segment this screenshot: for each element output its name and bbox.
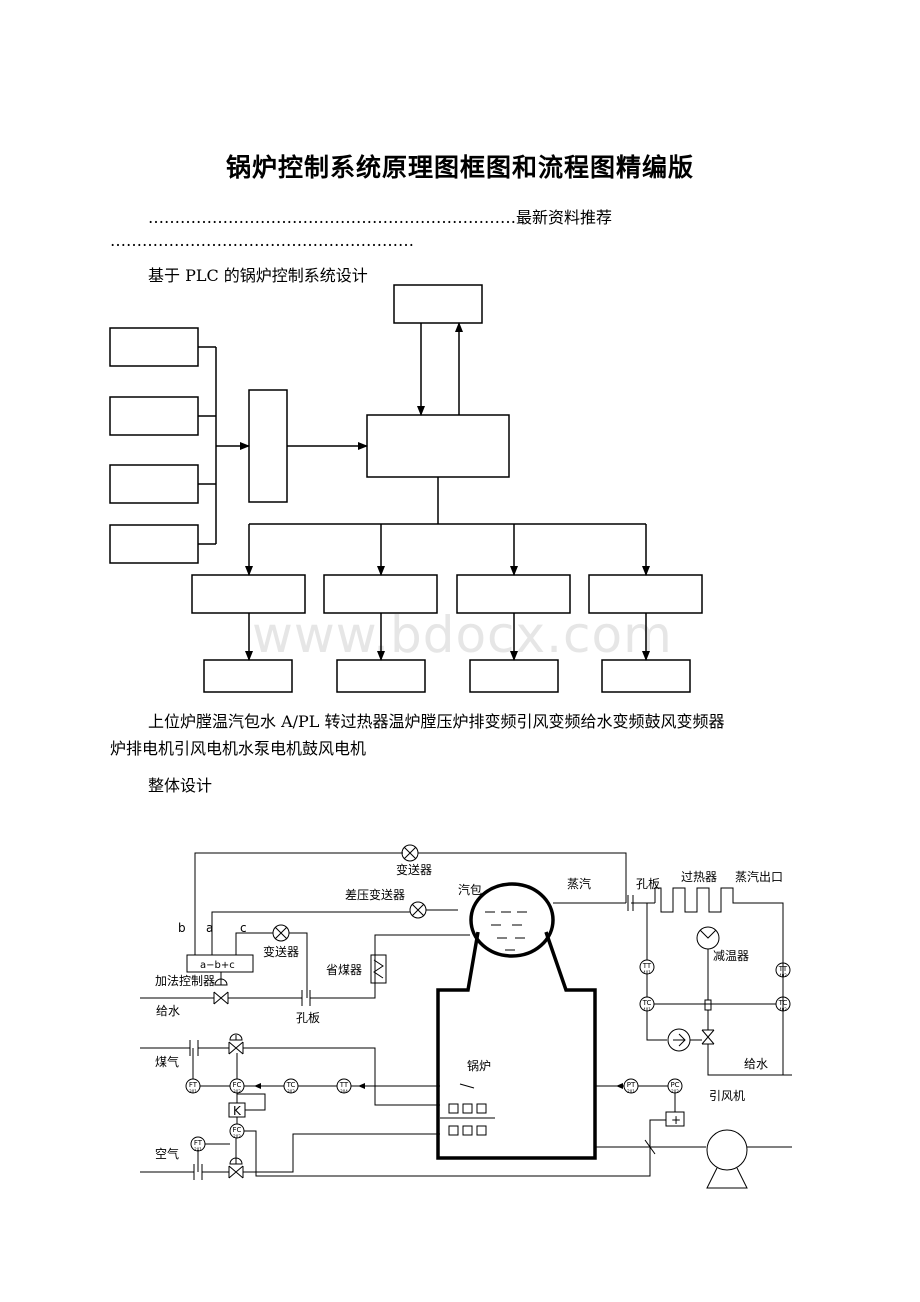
label-sum-plus: + [671,1113,681,1127]
block-pump-motor [469,659,559,693]
induced-fan-icon [706,1129,748,1171]
tt-gas-tag: TT [339,1081,349,1089]
tc-left-tag: TC [642,999,652,1007]
economizer-icon [370,954,387,984]
block-blower-motor [601,659,691,693]
pt-tag: PT [627,1081,636,1089]
block-labels-line-2: 炉排电机引风电机水泵电机鼓风电机 [110,739,367,758]
ft-air-num: 201 [194,1147,202,1152]
transmitter-top-icon [401,844,419,862]
ft-gas-num: 301 [189,1089,197,1094]
block-labels-line-1: 上位炉膛温汽包水 A/PL 转过热器温炉膛压炉排变频引风变频给水变频鼓风变频器 [148,712,725,731]
pc-tag: PC [670,1081,679,1089]
label-induced-fan: 引风机 [709,1089,745,1103]
ratio-k-box [228,1102,246,1118]
tc-right-num: 402 [779,1007,787,1012]
block-induced-motor [336,659,426,693]
ft-air-tag: FT [194,1139,203,1147]
label-c: c [240,921,247,935]
label-feedwater-right: 给水 [744,1057,768,1071]
label-gas: 煤气 [155,1054,179,1069]
block-grate-vfd [191,574,306,614]
block-induced-vfd [323,574,438,614]
header-line-2: ………………………………………………… [110,231,414,250]
label-diff-transmitter: 差压变送器 [345,887,405,902]
label-transmitter-mid: 变送器 [263,944,299,959]
block-diagram [109,284,703,693]
section-heading: 整体设计 [148,776,213,795]
burner-4 [448,1125,459,1136]
burner-3 [476,1103,487,1114]
fc-gas-num: 302 [233,1089,241,1094]
block-furnace-temp [109,327,199,367]
label-a: a [206,921,213,935]
pc-num: 202 [671,1089,679,1094]
block-furnace-pressure [109,524,199,564]
label-adder-formula: a−b+c [200,960,235,971]
tt-gas-num: 304 [340,1089,348,1094]
desuperheater-icon [696,926,720,950]
block-feed-vfd [456,574,571,614]
block-drum-water [109,396,199,436]
label-ratio-k: K [233,1104,242,1118]
label-orifice-bottom: 孔板 [296,1011,320,1025]
pt-num: 201 [627,1089,635,1094]
label-adder: 加法控制器 [155,974,215,988]
block-ad-converter [248,389,288,503]
boiler-body [436,931,597,1160]
label-boiler: 锅炉 [467,1058,491,1073]
tt-left-num: 401 [643,970,651,975]
label-air: 空气 [155,1146,179,1161]
fc-gas-tag: FC [233,1081,242,1089]
tc-left-num: 401 [643,1007,651,1012]
transmitter-mid-icon [272,924,290,942]
tc-right-tag: TC [778,999,788,1007]
watermark: www.bdocx.com [252,606,673,664]
label-orifice-top: 孔板 [636,877,660,891]
burner-5 [462,1125,473,1136]
tt-right-tag: TT [778,965,788,973]
label-b: b [178,921,186,935]
tc-gas-tag: TC [286,1081,296,1089]
burner-1 [448,1103,459,1114]
label-steam-outlet: 蒸汽出口 [735,869,783,884]
page-title: 锅炉控制系统原理图框图和流程图精编版 [225,153,694,182]
ft-gas-tag: FT [189,1081,198,1089]
label-feedwater-left: 给水 [156,1004,180,1018]
desuperheat-pump-icon [667,1028,691,1052]
label-economizer: 省煤器 [326,963,362,977]
adder-box [186,954,254,973]
burner-6 [476,1125,487,1136]
block-grate-motor [203,659,293,693]
label-drum: 汽包 [458,882,482,897]
tt-left-tag: TT [642,962,652,970]
intro-text: 基于 PLC 的锅炉控制系统设计 [148,266,368,285]
block-plc [366,414,510,478]
diff-transmitter-icon [409,901,427,919]
label-desuperheater: 减温器 [713,949,749,963]
summing-box [665,1111,685,1127]
block-superheater-temp [109,464,199,504]
block-upper-computer [393,284,483,324]
fc-air-num: 202 [233,1134,241,1139]
block-blower-vfd [588,574,703,614]
label-steam: 蒸汽 [567,876,591,891]
label-transmitter-top: 变送器 [396,862,432,877]
header-line-1: ……………………………………………………………最新资料推荐 [148,208,613,227]
steam-drum-icon [469,882,555,958]
burner-2 [462,1103,473,1114]
fc-air-tag: FC [233,1126,242,1134]
tc-gas-num: 303 [287,1089,295,1094]
label-superheater: 过热器 [681,870,717,884]
tt-right-num: 402 [779,973,787,978]
